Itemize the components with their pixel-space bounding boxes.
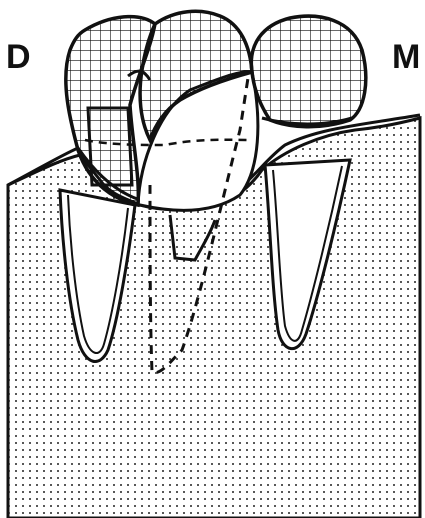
- mesial-crown: [251, 16, 365, 127]
